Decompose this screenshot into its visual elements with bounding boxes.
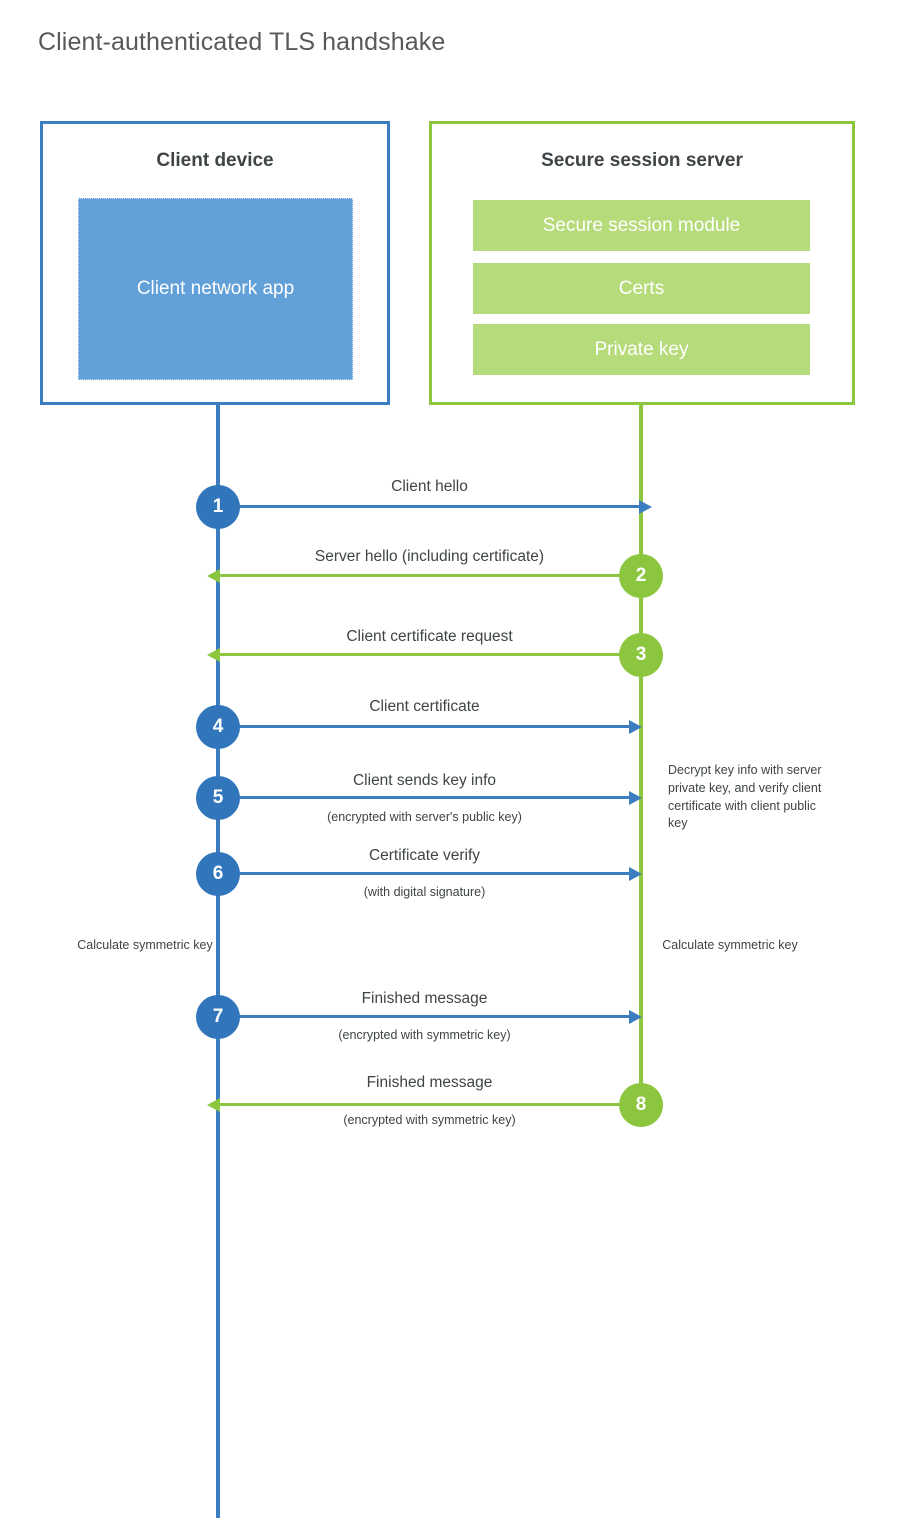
- secure-session-server-box: Secure session server Secure session mod…: [429, 121, 855, 405]
- step-2-badge[interactable]: 2: [619, 554, 663, 598]
- step-7-sublabel: (encrypted with symmetric key): [338, 1028, 511, 1042]
- step-6-arrow: [218, 866, 642, 881]
- step-2-arrow: [207, 568, 641, 583]
- client-lifeline: [216, 405, 220, 1518]
- server-component-secure-session-module: Secure session module: [473, 200, 810, 251]
- step-3-badge[interactable]: 3: [619, 633, 663, 677]
- page-title: Client-authenticated TLS handshake: [38, 28, 446, 56]
- step-5-badge[interactable]: 5: [196, 776, 240, 820]
- step-1-badge[interactable]: 1: [196, 485, 240, 529]
- step-6-badge[interactable]: 6: [196, 852, 240, 896]
- arrowhead-left-icon: [207, 1097, 220, 1112]
- step-1-label: Client hello: [391, 478, 468, 495]
- step-8-sublabel: (encrypted with symmetric key): [343, 1113, 516, 1127]
- server-component-certs: Certs: [473, 263, 810, 314]
- step-7-arrow: [218, 1009, 642, 1024]
- step-1-arrow: [218, 499, 652, 514]
- step-8-label: Finished message: [366, 1074, 493, 1091]
- step-6-label: Certificate verify: [368, 847, 481, 864]
- client-network-app-box: Client network app: [78, 198, 353, 380]
- arrowhead-right-icon: [629, 866, 642, 881]
- server-component-private-key: Private key: [473, 324, 810, 375]
- step-4-arrow: [218, 719, 642, 734]
- step-7-label: Finished message: [361, 990, 488, 1007]
- step-5-arrow: [218, 790, 642, 805]
- secure-session-server-title: Secure session server: [541, 150, 743, 171]
- arrowhead-left-icon: [207, 647, 220, 662]
- step-6-sublabel: (with digital signature): [363, 885, 486, 899]
- step-7-badge[interactable]: 7: [196, 995, 240, 1039]
- step-8-badge[interactable]: 8: [619, 1083, 663, 1127]
- arrowhead-right-icon: [629, 1009, 642, 1024]
- step-4-label: Client certificate: [369, 698, 480, 715]
- client-device-title: Client device: [156, 150, 274, 171]
- step-8-arrow: [207, 1097, 641, 1112]
- step-5-sublabel: (encrypted with server's public key): [327, 810, 522, 824]
- server-calculate-symmetric-key-note: Calculate symmetric key: [662, 938, 798, 952]
- diagram-canvas: Client-authenticated TLS handshake Clien…: [38, 28, 855, 1518]
- server-decrypt-note: Decrypt key info with server private key…: [668, 763, 822, 831]
- arrowhead-right-icon: [639, 499, 652, 514]
- client-device-box: Client device Client network app: [40, 121, 390, 405]
- step-4-badge[interactable]: 4: [196, 705, 240, 749]
- arrowhead-right-icon: [629, 719, 642, 734]
- step-3-arrow: [207, 647, 641, 662]
- step-2-label: Server hello (including certificate): [314, 548, 545, 565]
- client-network-app-label: Client network app: [136, 277, 295, 299]
- step-3-label: Client certificate request: [346, 628, 513, 645]
- server-lifeline: [639, 405, 643, 1105]
- client-calculate-symmetric-key-note: Calculate symmetric key: [77, 938, 213, 952]
- step-5-label: Client sends key info: [352, 772, 497, 789]
- arrowhead-left-icon: [207, 568, 220, 583]
- arrowhead-right-icon: [629, 790, 642, 805]
